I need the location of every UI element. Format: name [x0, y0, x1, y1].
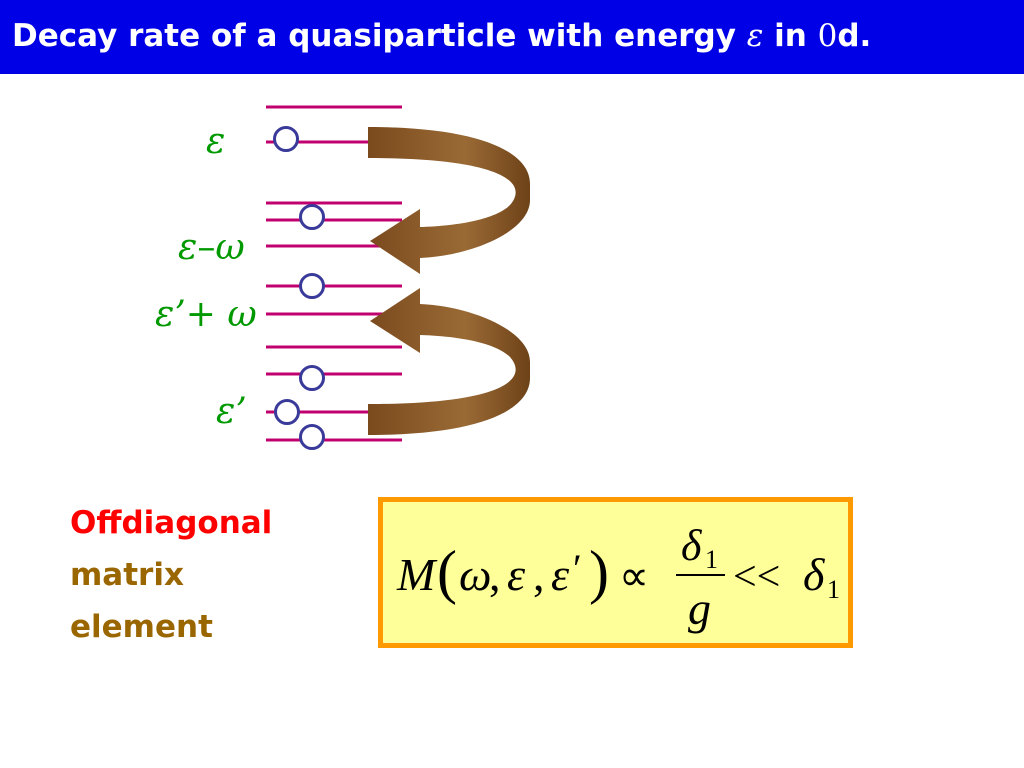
note-line-matrix: matrix: [70, 557, 184, 593]
formula-much-less-than: <<: [733, 554, 780, 600]
formula-omega: ω: [459, 549, 491, 600]
formula-g-denominator: g: [688, 583, 711, 634]
quasiparticle-circle: [299, 365, 325, 391]
title-text-middle: in: [763, 18, 818, 54]
formula-open-paren: (: [437, 539, 457, 605]
title-text-start: Decay rate of a quasiparticle with energ…: [12, 18, 747, 54]
quasiparticle-circle: [299, 273, 325, 299]
note-line-element: element: [70, 609, 213, 645]
formula-proportional-symbol: ∝: [619, 554, 649, 600]
title-zero: 0: [817, 18, 838, 54]
label-epsilon-minus-omega: ε–ω: [178, 227, 245, 268]
quasiparticle-circle: [273, 126, 299, 152]
formula-epsilon-prime: ε: [551, 549, 570, 600]
label-epsilon: ε: [206, 121, 225, 162]
offdiagonal-note: Offdiagonal matrix element: [70, 497, 272, 653]
title-text-end: d.: [837, 18, 872, 54]
label-epsilon-prime-plus-omega: ε’+ ω: [155, 294, 257, 335]
formula-prime: ′: [573, 546, 582, 591]
formula-delta-numerator: δ: [681, 521, 703, 570]
formula-comma-2: ,: [533, 549, 545, 600]
title-bar: Decay rate of a quasiparticle with energ…: [0, 0, 1024, 74]
formula-delta-rhs: δ: [803, 549, 825, 600]
formula-close-paren: ): [589, 539, 609, 605]
note-line-offdiagonal: Offdiagonal: [70, 505, 273, 541]
quasiparticle-circle: [274, 399, 300, 425]
quasiparticle-circle: [299, 204, 325, 230]
formula-comma-1: ,: [489, 549, 501, 600]
label-epsilon-prime: ε’: [216, 391, 247, 432]
slide-title: Decay rate of a quasiparticle with energ…: [12, 18, 871, 54]
formula-box: M ( ω , ε , ε ′ ) ∝ δ 1 g << δ 1: [378, 497, 853, 648]
formula-M: M: [396, 549, 438, 600]
formula-epsilon: ε: [507, 549, 526, 600]
quasiparticle-circle: [299, 424, 325, 450]
formula-delta-numerator-subscript: 1: [705, 545, 718, 574]
transition-arrow-down: [368, 127, 530, 274]
matrix-element-formula: M ( ω , ε , ε ′ ) ∝ δ 1 g << δ 1: [396, 521, 840, 634]
formula-delta-rhs-subscript: 1: [827, 575, 840, 604]
transition-arrow-up: [368, 288, 530, 435]
quasiparticle-circles: [273, 126, 325, 450]
title-epsilon-symbol: ε: [746, 18, 764, 54]
